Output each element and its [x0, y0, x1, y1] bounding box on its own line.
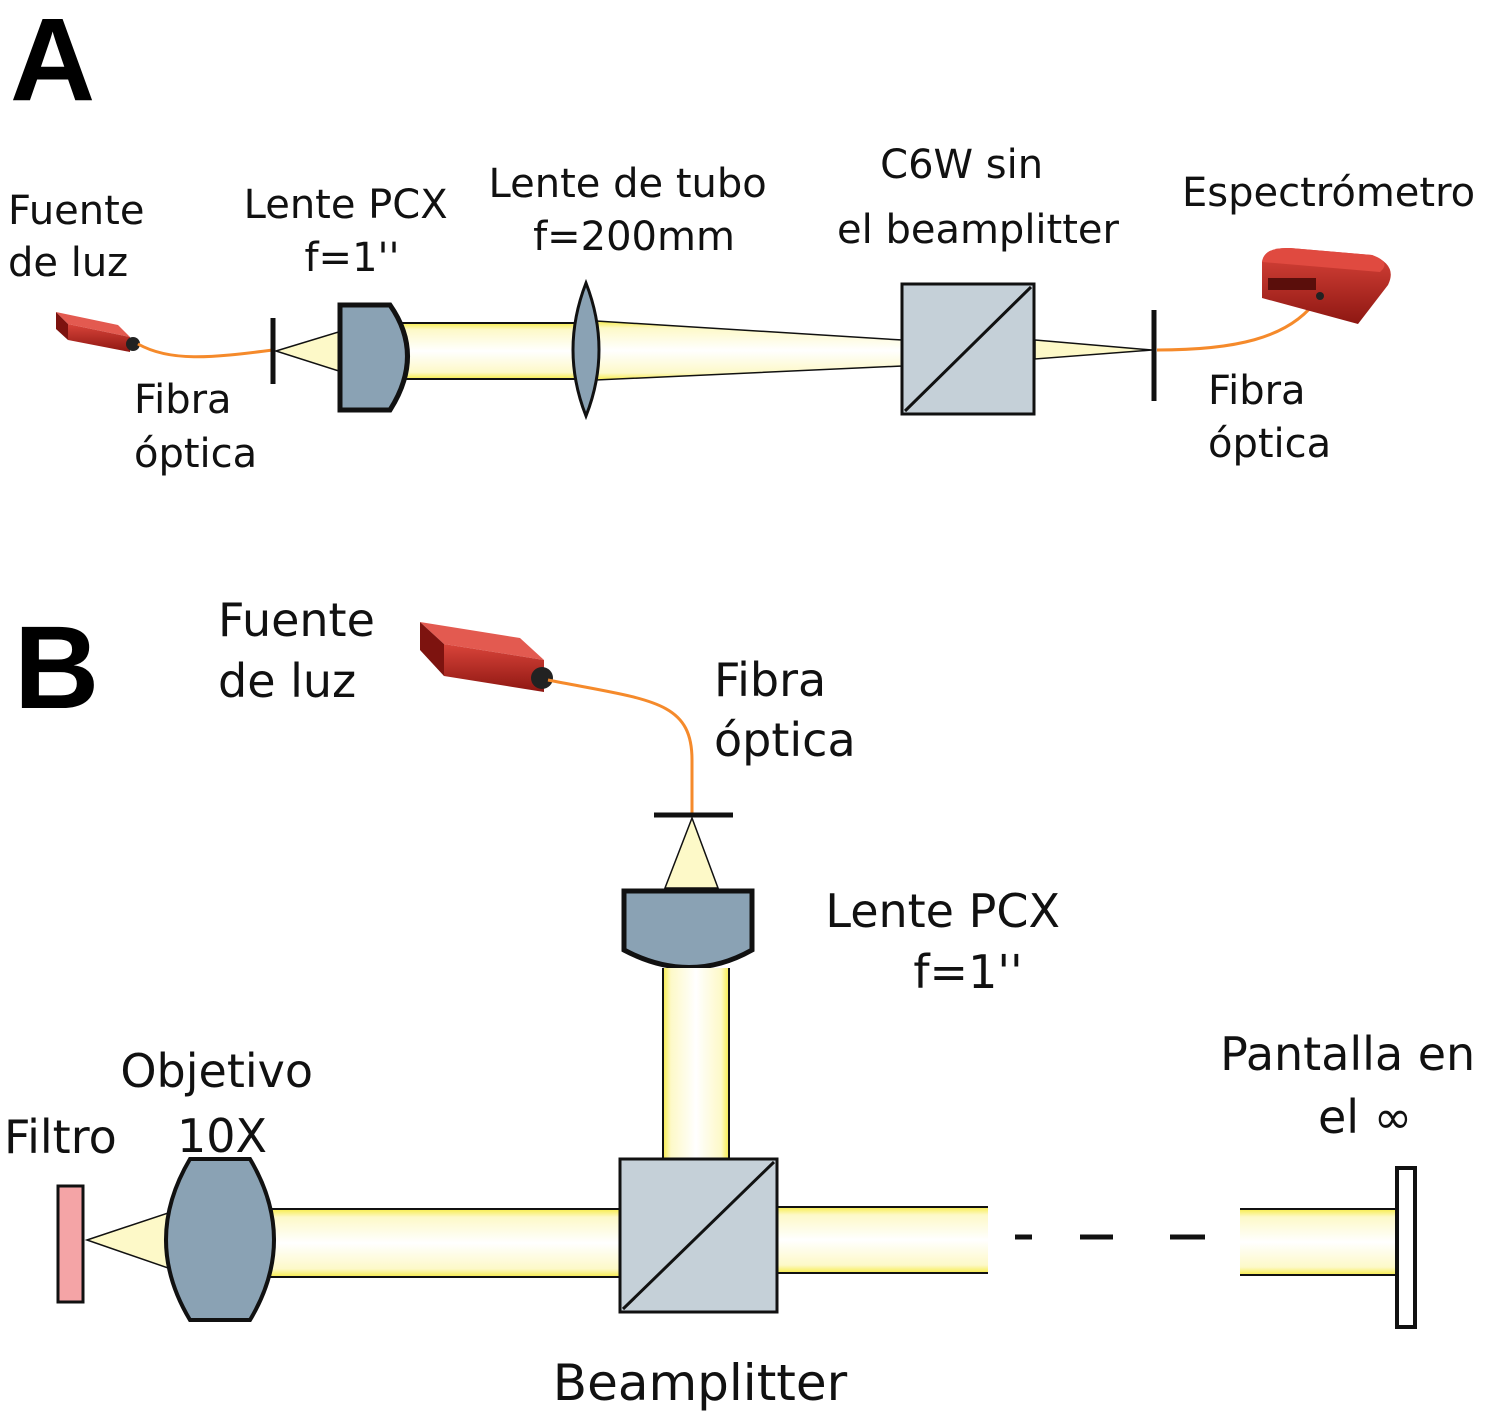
beamsplitter-cube: [618, 1157, 779, 1314]
objective-lens: [164, 1157, 276, 1322]
fiber-b: [547, 678, 694, 815]
fiber-in-a: [137, 342, 274, 359]
pcx-label-b: Lente PCX f=1'': [825, 884, 1074, 999]
fiber-out-a: [1156, 297, 1320, 352]
fiber-out-label-a: Fibra óptica: [1208, 368, 1331, 467]
panel-b: B Fuente de luz Fibra óptica Lente PCX f…: [4, 593, 1490, 1412]
panel-b-letter: B: [14, 602, 99, 734]
panel-a-letter: A: [10, 0, 95, 126]
converging-beam-a: [595, 320, 903, 381]
pcx-label-a: Lente PCX f=1'': [244, 182, 461, 281]
tube-lens: [571, 278, 601, 421]
light-source-a: [56, 312, 140, 352]
pcx-lens-b: [621, 888, 755, 970]
light-source-b: [420, 622, 553, 692]
filter: [56, 1184, 85, 1304]
beamsplitter-label: Beamplitter: [553, 1354, 848, 1412]
source-label-b: Fuente de luz: [218, 593, 390, 708]
source-label-a: Fuente de luz: [8, 188, 157, 286]
tube-lens-label: Lente de tubo f=200mm: [489, 161, 780, 260]
screen-label: Pantalla en el ∞: [1220, 1027, 1490, 1144]
focus-beam-a: [1034, 339, 1153, 360]
panel-a: A Fuente de luz Lente PCX f=1'' Lente de…: [8, 0, 1475, 477]
screen-at-infinity: [1395, 1166, 1417, 1329]
spectrometer-device: [1262, 247, 1391, 324]
pcx-lens-a: [337, 302, 410, 413]
vertical-beam-b: [663, 968, 729, 1159]
collimated-beam-a: [402, 323, 580, 379]
spectrometer-label: Espectrómetro: [1182, 170, 1475, 216]
fiber-in-label-a: Fibra óptica: [134, 377, 257, 477]
beam-to-objective: [270, 1209, 620, 1277]
filter-label: Filtro: [4, 1110, 117, 1164]
fiber-label-b: Fibra óptica: [714, 653, 856, 767]
diverging-beam-a: [273, 328, 346, 375]
beam-to-screen-2: [1240, 1209, 1396, 1275]
beam-to-screen-1: [777, 1207, 988, 1273]
diverging-beam-b: [663, 815, 720, 889]
focus-beam-b: [84, 1211, 169, 1270]
cube-label-a: C6W sin el beamplitter: [837, 142, 1120, 253]
cube-a: [900, 282, 1036, 416]
objective-label: Objetivo 10X: [120, 1044, 327, 1163]
